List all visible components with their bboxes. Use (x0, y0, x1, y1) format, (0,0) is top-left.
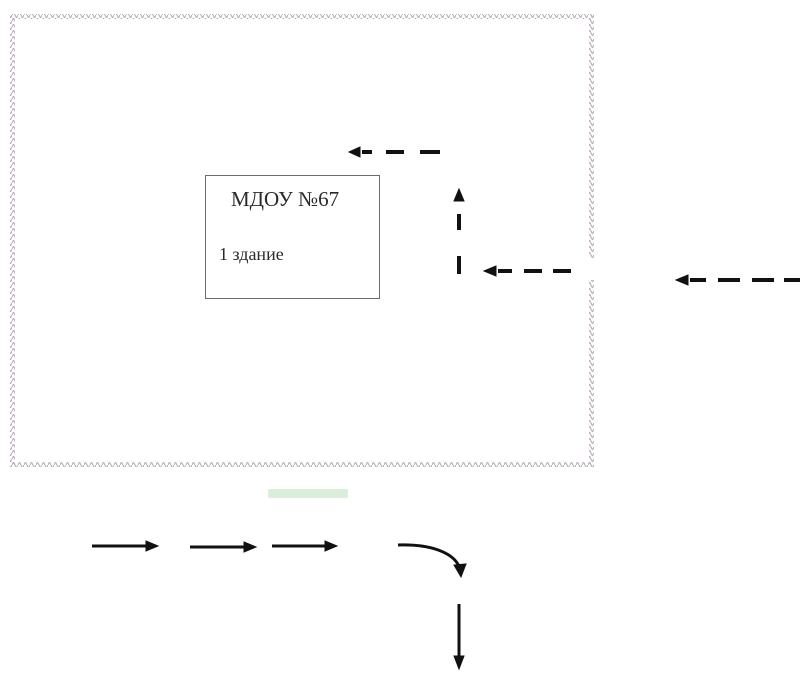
arrowhead-left-top (347, 146, 361, 158)
dash (457, 256, 461, 274)
fence-top (10, 14, 594, 19)
green-mark (268, 489, 348, 498)
dashed-route (347, 146, 800, 286)
dash (553, 269, 571, 273)
arrowhead-left (482, 265, 497, 277)
fence-right (589, 14, 594, 467)
fence-left (10, 14, 15, 467)
building-subtitle: 1 здание (219, 244, 284, 264)
dash (386, 150, 404, 154)
dash (498, 269, 512, 273)
fence-gate (587, 258, 597, 280)
solid-route (92, 540, 467, 671)
arrowhead-up (453, 187, 465, 202)
solid-arrow-2 (190, 541, 258, 553)
building-box: МДОУ №67 1 здание (205, 175, 380, 299)
dash (420, 150, 440, 154)
dashed-arrow-vertical (453, 187, 465, 274)
building-name: МДОУ №67 (231, 187, 340, 211)
solid-arrow-3 (272, 540, 339, 552)
dash (457, 214, 461, 230)
dash (690, 278, 706, 282)
dashed-arrow-inside-horizontal (482, 265, 571, 277)
curved-arrow (397, 543, 467, 579)
dash (784, 278, 800, 282)
dashed-arrow-top (347, 146, 440, 158)
territory-fence (10, 14, 597, 467)
fence-bottom (10, 462, 594, 467)
dashed-arrow-outside (674, 274, 800, 286)
dash (524, 269, 542, 273)
solid-arrow-1 (92, 540, 160, 552)
dash (362, 150, 372, 154)
dash (752, 278, 774, 282)
arrowhead-left-outside (674, 274, 689, 286)
down-arrow (453, 604, 465, 671)
dash (718, 278, 740, 282)
